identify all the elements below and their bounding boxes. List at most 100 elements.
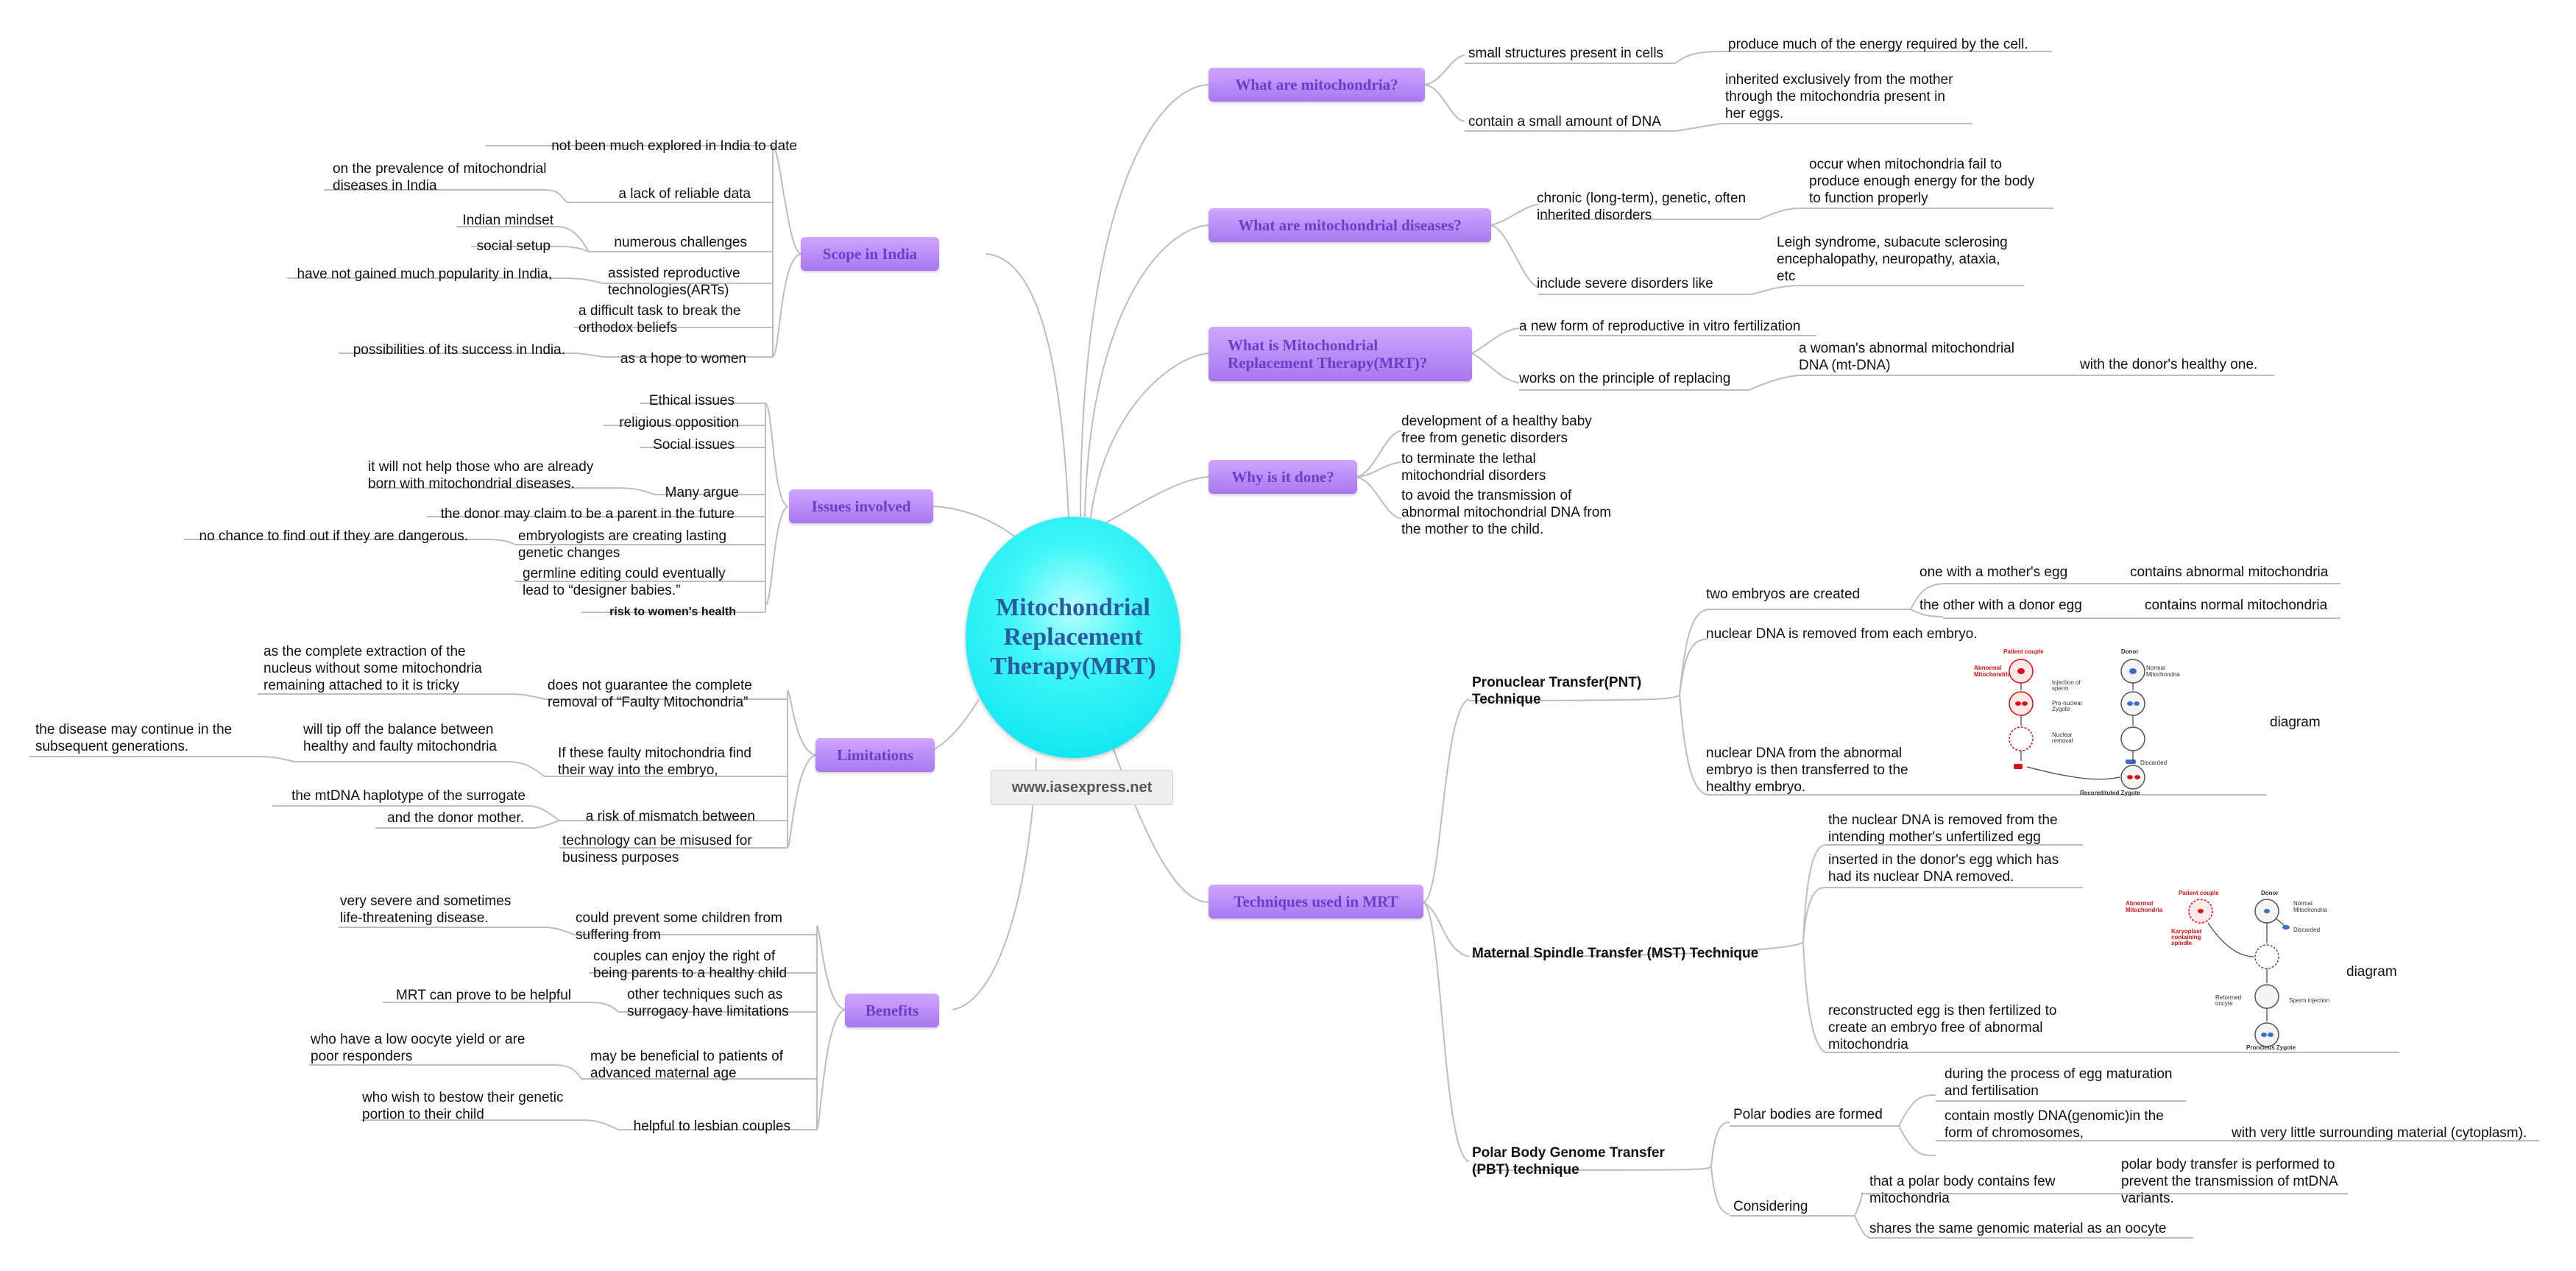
pnt-node-two-embryos: two embryos are created bbox=[1706, 587, 1861, 602]
mst-label-oocyte: Reformed bbox=[2215, 994, 2241, 1001]
mrt-node-principle: works on the principle of replacing bbox=[1519, 371, 1731, 386]
mrt-node-new-form: a new form of reproductive in vitro fert… bbox=[1519, 319, 1801, 334]
pbt-node-polar-bodies: Polar bodies are formed bbox=[1733, 1107, 1883, 1122]
pnt-label-normal: Normal bbox=[2146, 665, 2165, 671]
pbt-node-dna: contain mostly DNA(genomic)in the form o… bbox=[1945, 1108, 2164, 1141]
mst-node-reconstructed: reconstructed egg is then fertilized to … bbox=[1828, 1003, 2057, 1052]
issues-node-donor-claim: the donor may claim to be a parent in th… bbox=[440, 506, 735, 522]
pnt-label-discarded: Discarded bbox=[2140, 760, 2167, 766]
issues-node-social: Social issues bbox=[653, 437, 735, 453]
mst-label-patient: Patient couple bbox=[2179, 890, 2219, 896]
why-node-healthy-baby: development of a healthy baby free from … bbox=[1401, 414, 1592, 446]
issues-node-lasting: embryologists are creating lasting genet… bbox=[518, 528, 727, 561]
limit-node-disease-continue: the disease may continue in the subseque… bbox=[35, 722, 233, 754]
benefit-node-maternal: may be beneficial to patients of advance… bbox=[590, 1049, 783, 1081]
topic-benefits[interactable]: Benefits bbox=[845, 994, 939, 1027]
benefit-node-genetic: who wish to bestow their genetic portion… bbox=[362, 1090, 564, 1122]
pnt-node-donor-egg: the other with a donor egg bbox=[1919, 598, 2082, 613]
mst-diagram: Patient couple Donor Abnormal Mitochondr… bbox=[2126, 890, 2329, 1051]
pbt-node-few-mito: that a polar body contains few mitochond… bbox=[1869, 1174, 2056, 1206]
pbt-node-genomic: shares the same genomic material as an o… bbox=[1869, 1221, 2167, 1236]
mito-node-inherited: inherited exclusively from the mother th… bbox=[1725, 72, 1953, 121]
svg-text:removal: removal bbox=[2052, 737, 2073, 744]
issues-node-risk: risk to women's health bbox=[609, 606, 736, 618]
benefit-node-lesbian: helpful to lesbian couples bbox=[633, 1119, 790, 1134]
svg-text:spindle: spindle bbox=[2171, 940, 2193, 946]
limit-node-haplotype: the mtDNA haplotype of the surrogate bbox=[291, 788, 526, 804]
svg-text:sperm: sperm bbox=[2052, 685, 2069, 692]
svg-text:Mitochondria: Mitochondria bbox=[2126, 907, 2163, 913]
mst-label-discarded: Discarded bbox=[2293, 927, 2320, 933]
mrt-node-abnormal-dna: a woman's abnormal mitochondrial DNA (mt… bbox=[1799, 341, 2014, 373]
disease-node-severe: include severe disorders like bbox=[1537, 276, 1713, 291]
limit-node-mismatch: a risk of mismatch between bbox=[585, 809, 755, 824]
pnt-label-injection: Injection of bbox=[2052, 679, 2081, 686]
mrt-node-donor: with the donor's healthy one. bbox=[2080, 357, 2258, 372]
pbt-node-considering: Considering bbox=[1733, 1199, 1808, 1214]
pnt-label-recon: Reconstituted Zygote bbox=[2080, 790, 2140, 796]
mst-diagram-label: diagram bbox=[2346, 964, 2397, 980]
pnt-technique-title: Pronuclear Transfer(PNT) Technique bbox=[1472, 675, 1642, 707]
pnt-node-normal: contains normal mitochondria bbox=[2145, 598, 2328, 613]
benefit-node-surrogacy: other techniques such as surrogacy have … bbox=[627, 987, 789, 1019]
svg-text:Mitochondria: Mitochondria bbox=[2293, 907, 2327, 913]
pbt-node-cytoplasm: with very little surrounding material (c… bbox=[2232, 1125, 2527, 1141]
issues-node-many-argue: Many argue bbox=[665, 485, 739, 500]
scope-node-prevalence: on the prevalence of mitochondrial disea… bbox=[333, 161, 547, 194]
mst-technique-title: Maternal Spindle Transfer (MST) Techniqu… bbox=[1472, 946, 1759, 961]
svg-text:containing: containing bbox=[2171, 934, 2201, 941]
pnt-diagram: Patient couple Donor Abnormal Mitochondr… bbox=[1974, 648, 2180, 796]
disease-node-leigh: Leigh syndrome, subacute sclerosing ence… bbox=[1777, 235, 2008, 284]
limit-node-extraction: as the complete extraction of the nucleu… bbox=[263, 644, 482, 693]
pnt-node-transferred: nuclear DNA from the abnormal embryo is … bbox=[1706, 746, 1908, 795]
why-node-terminate: to terminate the lethal mitochondrial di… bbox=[1401, 451, 1546, 484]
svg-text:Mitochondria: Mitochondria bbox=[1974, 671, 2011, 678]
benefit-node-helpful: MRT can prove to be helpful bbox=[396, 988, 571, 1003]
pbt-node-performed: polar body transfer is performed to prev… bbox=[2121, 1157, 2338, 1206]
topic-techniques-used[interactable]: Techniques used in MRT bbox=[1209, 885, 1423, 918]
scope-node-challenges: numerous challenges bbox=[614, 235, 747, 250]
mst-label-normal: Normal bbox=[2293, 900, 2313, 907]
why-node-avoid: to avoid the transmission of abnormal mi… bbox=[1401, 488, 1612, 537]
scope-node-social-setup: social setup bbox=[476, 238, 551, 254]
pbt-node-maturation: during the process of egg maturation and… bbox=[1945, 1066, 2173, 1099]
scope-node-not-popular: have not gained much popularity in India… bbox=[297, 266, 552, 282]
mst-label-zygote: Proncleus Zygote bbox=[2246, 1044, 2296, 1051]
scope-node-arts: assisted reproductive technologies(ARTs) bbox=[608, 266, 740, 298]
mito-node-dna: contain a small amount of DNA bbox=[1468, 114, 1661, 130]
mito-node-small-structures: small structures present in cells bbox=[1468, 46, 1664, 61]
scope-node-hope: as a hope to women bbox=[620, 351, 746, 367]
topic-issues-involved[interactable]: Issues involved bbox=[789, 489, 933, 523]
limit-node-no-guarantee: does not guarantee the complete removal … bbox=[548, 678, 752, 710]
topic-what-are-mitochondrial-diseases[interactable]: What are mitochondrial diseases? bbox=[1209, 208, 1491, 242]
pnt-label-patient: Patient couple bbox=[2003, 648, 2044, 655]
limit-node-misused: technology can be misused for business p… bbox=[562, 833, 752, 865]
mst-node-removed: the nuclear DNA is removed from the inte… bbox=[1828, 812, 2058, 845]
pnt-label-pro: Pro-nuclear bbox=[2052, 700, 2083, 707]
pnt-label-abnormal: Abnormal bbox=[1974, 665, 2001, 671]
pnt-node-mother-egg: one with a mother's egg bbox=[1919, 564, 2068, 580]
topic-what-are-mitochondria[interactable]: What are mitochondria? bbox=[1209, 68, 1425, 102]
mito-node-energy: produce much of the energy required by t… bbox=[1728, 37, 2028, 52]
central-topic[interactable]: Mitochondrial Replacement Therapy(MRT) bbox=[966, 517, 1181, 758]
limit-node-tip-off: will tip off the balance between healthy… bbox=[303, 722, 497, 754]
topic-limitations[interactable]: Limitations bbox=[815, 738, 935, 772]
disease-node-chronic: chronic (long-term), genetic, often inhe… bbox=[1537, 191, 1747, 223]
issues-node-religious: religious opposition bbox=[619, 415, 739, 431]
scope-node-not-explored: not been much explored in India to date bbox=[551, 138, 797, 154]
benefit-node-right: couples can enjoy the right of being par… bbox=[593, 949, 788, 981]
disease-node-occur: occur when mitochondria fail to produce … bbox=[1809, 157, 2035, 206]
topic-what-is-mrt[interactable]: What is Mitochondrial Replacement Therap… bbox=[1209, 327, 1472, 381]
central-topic-title: Mitochondrial Replacement Therapy(MRT) bbox=[990, 594, 1156, 680]
limit-node-donor-mother: and the donor mother. bbox=[387, 810, 524, 826]
pnt-diagram-label: diagram bbox=[2270, 715, 2321, 730]
svg-text:Zygote: Zygote bbox=[2052, 706, 2070, 712]
issues-node-designer: germline editing could eventually lead t… bbox=[523, 566, 726, 598]
topic-why-is-it-done[interactable]: Why is it done? bbox=[1209, 460, 1357, 494]
svg-text:Mitochondria: Mitochondria bbox=[2146, 671, 2180, 678]
topic-scope-in-india[interactable]: Scope in India bbox=[801, 237, 939, 271]
scope-node-lack-data: a lack of reliable data bbox=[618, 186, 751, 202]
mst-label-sperm: Sperm injection bbox=[2289, 997, 2329, 1004]
mst-label-donor: Donor bbox=[2261, 890, 2279, 896]
